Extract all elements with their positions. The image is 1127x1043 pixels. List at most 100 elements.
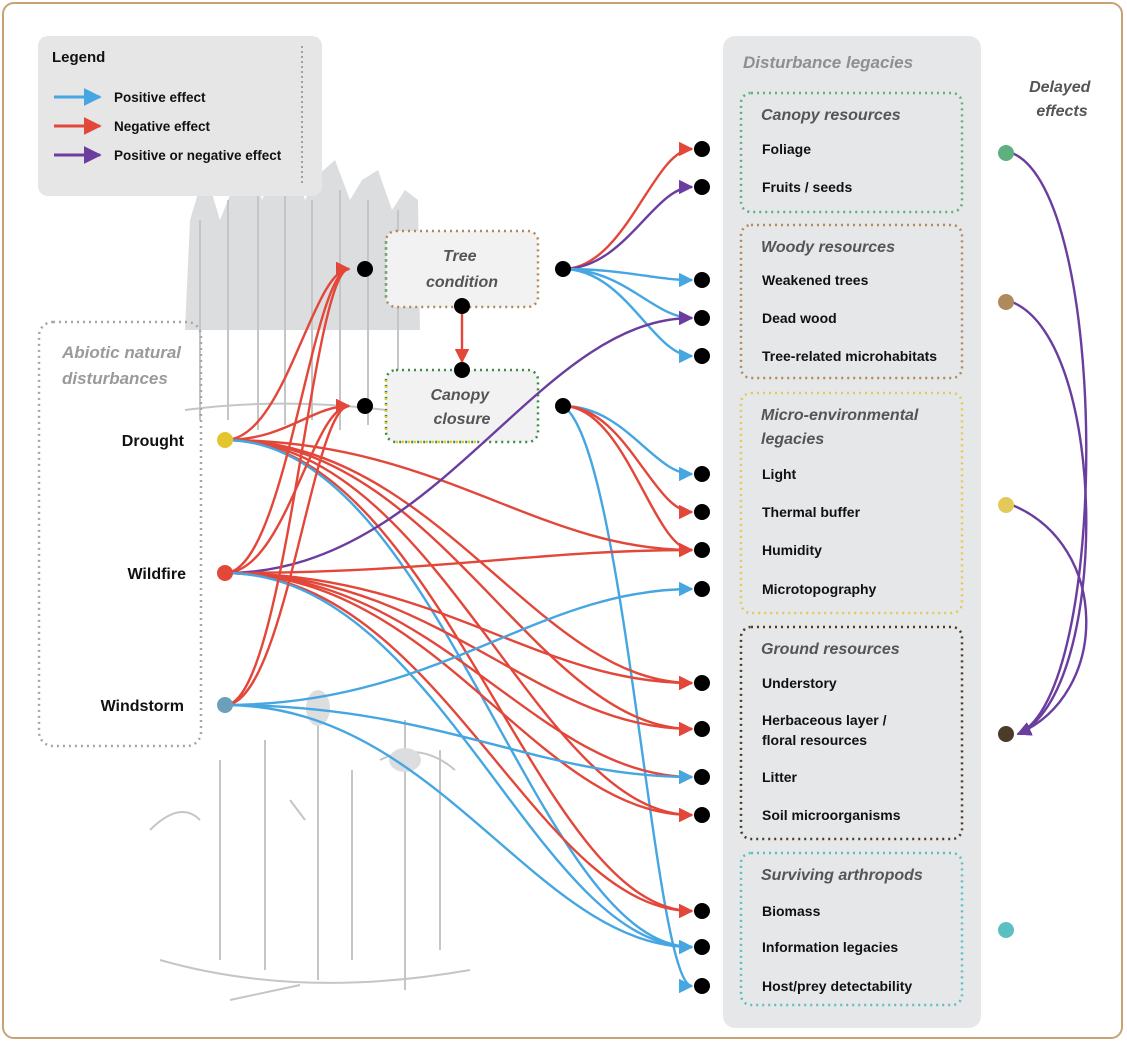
edge-drought-treecondition [224, 261, 351, 442]
edge-wildfire-soil [224, 571, 694, 823]
disturbance-node-windstorm [217, 697, 233, 713]
edge-delayed-woody-ground [1011, 300, 1088, 736]
legacy-group-title: Woody resources [761, 239, 895, 256]
edge-windstorm-litter [224, 703, 694, 785]
disturbance-label-drought: Drought [122, 433, 185, 450]
edge-wildfire-humidity [224, 542, 694, 575]
legacy-node [694, 504, 710, 520]
edge-wildfire-biomass [224, 571, 694, 919]
edge-delayed-micro-ground [1011, 503, 1088, 736]
legacy-item-humidity: Humidity [762, 542, 822, 558]
legacy-group-title: Ground resources [761, 641, 900, 658]
legacy-item-light: Light [762, 466, 797, 482]
legacy-group-title: Canopy resources [761, 107, 901, 124]
legacy-node [694, 903, 710, 919]
edge-treecondition-fruits [562, 179, 694, 271]
legacy-node [694, 807, 710, 823]
edge-windstorm-treecondition [224, 261, 351, 707]
legend-label-positive-or-negative-effect: Positive or negative effect [114, 148, 282, 163]
legacy-node [694, 542, 710, 558]
legacy-item-fruits-seeds: Fruits / seeds [762, 179, 852, 195]
legacy-item-litter: Litter [762, 769, 798, 785]
legacies-panel: Disturbance legacies Canopy resourcesFol… [723, 36, 981, 1028]
legacy-node [694, 179, 710, 195]
legacy-item-microtopography: Microtopography [762, 581, 877, 597]
tree-condition-link-node [454, 298, 470, 314]
edge-wildfire-info [224, 571, 694, 955]
legacy-item-foliage: Foliage [762, 141, 811, 157]
delayed-effect-node [998, 726, 1014, 742]
edge-drought-herbaceous [224, 438, 694, 737]
disturbance-label-wildfire: Wildfire [127, 566, 186, 583]
edge-treecondition-weakened [562, 267, 694, 288]
edge-windstorm-canopy [224, 398, 351, 707]
legacy-item-information-legacies: Information legacies [762, 939, 898, 955]
edge-wildfire-herbaceous [224, 571, 694, 737]
legacy-node [694, 978, 710, 994]
legacy-item-herbaceous-layer-floral-resources: Herbaceous layer /floral resources [762, 712, 887, 748]
edge-wildfire-treecondition [224, 261, 351, 575]
legacy-node [694, 581, 710, 597]
legend-label-negative-effect: Negative effect [114, 119, 211, 134]
legacy-group-border [739, 625, 964, 841]
disturbance-label-windstorm: Windstorm [101, 698, 184, 715]
legacy-item-soil-microorganisms: Soil microorganisms [762, 807, 901, 823]
disturbance-node-wildfire [217, 565, 233, 581]
delayed-effect-node [998, 294, 1014, 310]
edge-canopy-humidity [562, 404, 694, 558]
canopy-closure-node [357, 398, 373, 414]
tree-condition-box: Tree condition [384, 229, 540, 309]
tree-condition-node [357, 261, 373, 277]
edge-canopy-hostprey [562, 404, 694, 994]
edge-drought-info [224, 438, 694, 955]
legend-label-positive-effect: Positive effect [114, 90, 206, 105]
canopy-closure-link-node [454, 362, 470, 378]
canopy-closure-label: Canopy closure [430, 387, 493, 428]
canopy-closure-box: Canopy closure [384, 368, 540, 444]
legacy-item-biomass: Biomass [762, 903, 821, 919]
delayed-effect-node [998, 497, 1014, 513]
legend-title: Legend [52, 49, 105, 66]
edge-treecondition-deadwood [562, 267, 694, 326]
legacy-node [694, 939, 710, 955]
edge-canopy-light [562, 404, 694, 482]
disturbances-box: Abiotic natural disturbances [37, 320, 203, 748]
legacy-group-title: Surviving arthropods [761, 867, 923, 884]
legacy-item-thermal-buffer: Thermal buffer [762, 504, 861, 520]
edge-windstorm-info [224, 703, 694, 955]
legend-box [38, 36, 322, 196]
legacy-node [694, 466, 710, 482]
legacy-node [694, 348, 710, 364]
edge-wildfire-understory [224, 571, 694, 691]
legacy-item-understory: Understory [762, 675, 837, 691]
edge-canopy-thermal [562, 404, 694, 520]
delayed-effect-node [998, 145, 1014, 161]
delayed-effect-node [998, 922, 1014, 938]
legacy-node [694, 310, 710, 326]
legacy-group-border [739, 851, 964, 1007]
disturbance-node-drought [217, 432, 233, 448]
legacy-node [694, 272, 710, 288]
tree-condition-node [555, 261, 571, 277]
nodes [217, 141, 1014, 994]
legacy-item-weakened-trees: Weakened trees [762, 272, 869, 288]
legacy-item-tree-related-microhabitats: Tree-related microhabitats [762, 348, 937, 364]
legacy-group-border [739, 223, 964, 380]
legacy-node [694, 721, 710, 737]
disturbances-title: Abiotic natural disturbances [61, 343, 186, 388]
legacies-title: Disturbance legacies [743, 53, 913, 72]
canopy-closure-node [555, 398, 571, 414]
edge-delayed-canopy-ground [1011, 151, 1088, 736]
legacy-item-host-prey-detectability: Host/prey detectability [762, 978, 912, 994]
delayed-effects-title: Delayed effects [1029, 79, 1095, 120]
edges [224, 141, 1088, 994]
edge-wildfire-deadwood [224, 310, 694, 575]
